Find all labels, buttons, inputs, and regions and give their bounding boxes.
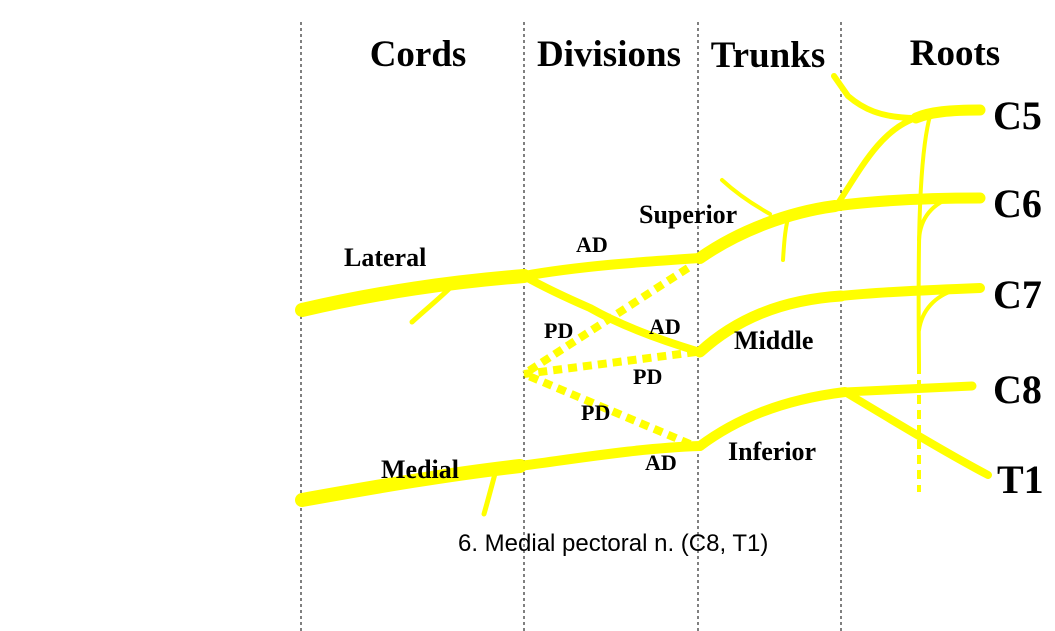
middle-posterior-division <box>523 348 697 378</box>
division-label-pd-superior: PD <box>544 318 573 343</box>
header-cords: Cords <box>370 34 467 75</box>
root-label-c5: C5 <box>993 93 1042 138</box>
long-thoracic-c6-twig <box>917 194 957 242</box>
division-label-pd-inferior: PD <box>581 400 610 425</box>
trunk-label-middle: Middle <box>734 326 813 355</box>
middle-anterior-division <box>520 272 704 356</box>
trunk-label-superior: Superior <box>639 200 737 229</box>
nerves <box>295 73 992 517</box>
superior-anterior-division <box>519 253 705 281</box>
medial-pectoral-branch <box>481 467 499 517</box>
header-roots: Roots <box>910 33 1000 74</box>
lateral-pectoral-branch <box>409 283 455 325</box>
subclavius-branch <box>720 178 772 216</box>
superior-posterior-division <box>521 264 691 378</box>
root-label-c7: C7 <box>993 272 1042 317</box>
cord-label-medial: Medial <box>381 455 459 484</box>
root-c6-nerve <box>829 192 986 212</box>
header-divisions: Divisions <box>537 34 681 75</box>
inferior-anterior-division <box>515 441 705 471</box>
lateral-cord-nerve <box>295 269 531 317</box>
long-thoracic-c7-twig <box>917 288 957 332</box>
dorsal-scapular-branch <box>831 73 919 121</box>
header-trunks: Trunks <box>711 35 826 76</box>
root-label-t1: T1 <box>997 457 1044 502</box>
root-label-c6: C6 <box>993 181 1042 226</box>
middle-trunk-nerve <box>694 290 847 358</box>
inferior-posterior-division <box>522 370 692 448</box>
root-t1-nerve <box>841 388 992 479</box>
superior-trunk-nerve <box>694 200 841 264</box>
division-label-ad-middle: AD <box>649 314 681 339</box>
trunk-label-inferior: Inferior <box>728 437 816 466</box>
suprascapular-branch <box>781 210 792 262</box>
division-label-ad-lateral: AD <box>576 232 608 257</box>
root-c5-descending <box>832 115 919 211</box>
root-c5-nerve <box>910 104 986 124</box>
cord-label-lateral: Lateral <box>344 243 426 272</box>
inferior-trunk-nerve <box>695 387 850 451</box>
root-c7-nerve <box>836 283 985 301</box>
division-label-pd-middle: PD <box>633 364 662 389</box>
division-label-ad-inferior: AD <box>645 450 677 475</box>
root-c8-nerve <box>840 381 977 397</box>
root-label-c8: C8 <box>993 367 1042 412</box>
caption: 6. Medial pectoral n. (C8, T1) <box>458 530 768 557</box>
